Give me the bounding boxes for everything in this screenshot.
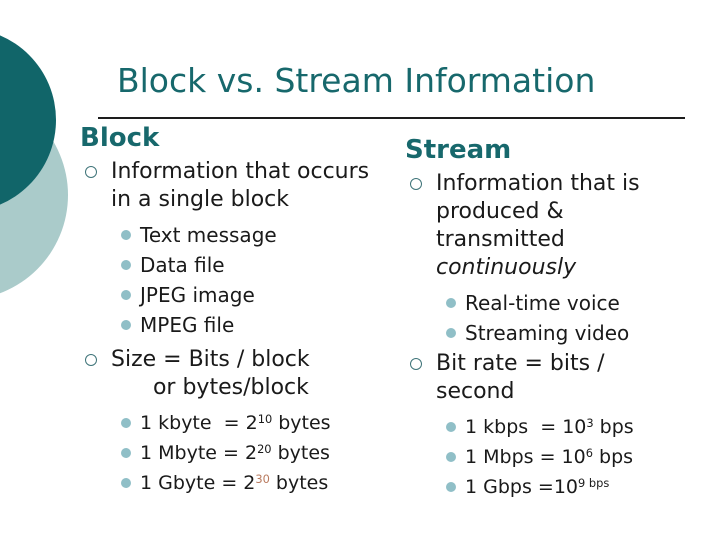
dot-bullet-icon bbox=[121, 320, 131, 330]
text-segment: 9 bbox=[578, 475, 586, 490]
bullet-text: 1 kbps = 103 bps bbox=[465, 412, 634, 442]
dot-bullet-icon bbox=[446, 328, 456, 338]
column-block: Block Information that occurs in a single… bbox=[80, 122, 388, 498]
text-segment: 30 bbox=[255, 471, 270, 486]
bullet-text: MPEG file bbox=[140, 310, 234, 340]
dot-bullet-icon bbox=[446, 422, 456, 432]
bullet-text: 1 Gbps =109 bps bbox=[465, 472, 609, 502]
bullet-text: JPEG image bbox=[140, 280, 255, 310]
sub-bullet-item: 1 kbps = 103 bps bbox=[446, 412, 717, 442]
text-segment: Text message bbox=[140, 223, 277, 247]
sub-bullet-item: Real-time voice bbox=[446, 288, 717, 318]
dot-bullet-icon bbox=[446, 298, 456, 308]
bullet-text: Text message bbox=[140, 220, 277, 250]
circle-bullet-icon bbox=[410, 178, 422, 190]
text-segment: Information that occurs bbox=[111, 159, 370, 184]
text-segment: Bit rate = bits / bbox=[436, 351, 605, 376]
text-segment: 1 Gbps =10 bbox=[465, 476, 579, 498]
circle-bullet-icon bbox=[410, 358, 422, 370]
text-segment: bps bbox=[585, 475, 610, 490]
text-segment: bps bbox=[593, 416, 634, 438]
text-segment: produced & bbox=[436, 199, 564, 224]
text-segment: Data file bbox=[140, 253, 225, 277]
bullet-text: 1 Gbyte = 230 bytes bbox=[140, 468, 328, 498]
text-segment: 1 Mbps = 10 bbox=[465, 446, 586, 468]
sub-bullet-item: Data file bbox=[121, 250, 388, 280]
text-segment: transmitted bbox=[436, 227, 565, 252]
text-segment: continuously bbox=[436, 255, 577, 280]
text-segment: 1 kbyte = 2 bbox=[140, 412, 258, 434]
circle-bullet-icon bbox=[85, 354, 97, 366]
sub-bullet-item: 1 kbyte = 210 bytes bbox=[121, 408, 388, 438]
sub-bullet-item: JPEG image bbox=[121, 280, 388, 310]
text-segment: second bbox=[436, 379, 515, 404]
text-segment: Streaming video bbox=[465, 321, 630, 345]
sub-bullet-item: MPEG file bbox=[121, 310, 388, 340]
text-segment: Real-time voice bbox=[465, 291, 620, 315]
sub-bullet-item: 1 Mbyte = 220 bytes bbox=[121, 438, 388, 468]
bullet-text: Streaming video bbox=[465, 318, 629, 348]
text-segment: bps bbox=[592, 446, 634, 468]
text-segment: Size = Bits / block bbox=[111, 347, 310, 372]
column-heading-stream: Stream bbox=[405, 135, 512, 165]
text-segment: 10 bbox=[257, 411, 273, 426]
title-divider bbox=[98, 117, 685, 119]
text-segment: bytes bbox=[269, 472, 329, 494]
dot-bullet-icon bbox=[121, 478, 131, 488]
text-segment: in a single block bbox=[111, 187, 290, 212]
circle-bullet-icon bbox=[85, 166, 97, 178]
bullet-text: Data file bbox=[140, 250, 225, 280]
text-segment: 3 bbox=[586, 415, 594, 430]
column-heading-block: Block bbox=[80, 123, 160, 153]
slide-title: Block vs. Stream Information bbox=[117, 61, 596, 100]
bullet-text: 1 Mbyte = 220 bytes bbox=[140, 438, 330, 468]
bullet-text: Information that occurs in a single block bbox=[111, 158, 369, 214]
text-segment: or bytes/block bbox=[111, 375, 309, 400]
text-segment: 1 kbps = 10 bbox=[465, 416, 587, 438]
text-segment: JPEG image bbox=[140, 283, 255, 307]
text-segment: 20 bbox=[257, 441, 272, 456]
bullet-text: Size = Bits / block or bytes/block bbox=[111, 346, 310, 402]
sub-bullet-item: 1 Mbps = 106 bps bbox=[446, 442, 717, 472]
text-segment: Information that is bbox=[436, 171, 640, 196]
bullet-text: Bit rate = bits / second bbox=[436, 350, 605, 406]
bullet-text: Real-time voice bbox=[465, 288, 620, 318]
text-segment: 1 Gbyte = 2 bbox=[140, 472, 256, 494]
dot-bullet-icon bbox=[121, 230, 131, 240]
text-segment: MPEG file bbox=[140, 313, 235, 337]
sub-bullet-item: Streaming video bbox=[446, 318, 717, 348]
text-segment: 1 Mbyte = 2 bbox=[140, 442, 258, 464]
bullet-item: Bit rate = bits / second bbox=[405, 350, 717, 406]
sub-bullet-item: 1 Gbps =109 bps bbox=[446, 472, 717, 502]
dot-bullet-icon bbox=[446, 482, 456, 492]
bullet-text: 1 Mbps = 106 bps bbox=[465, 442, 633, 472]
column-block-items: Information that occurs in a single block… bbox=[80, 158, 388, 498]
dot-bullet-icon bbox=[121, 290, 131, 300]
column-stream: Stream Information that is produced & tran… bbox=[405, 134, 717, 502]
bullet-text: Information that is produced & transmitted… bbox=[436, 170, 640, 282]
bullet-item: Information that occurs in a single block bbox=[80, 158, 388, 214]
dot-bullet-icon bbox=[121, 260, 131, 270]
bullet-text: 1 kbyte = 210 bytes bbox=[140, 408, 331, 438]
column-stream-items: Information that is produced & transmitted… bbox=[405, 170, 717, 502]
bullet-item: Size = Bits / block or bytes/block bbox=[80, 346, 388, 402]
bullet-item: Information that is produced & transmitted… bbox=[405, 170, 717, 282]
text-segment: bytes bbox=[272, 412, 331, 434]
text-segment: bytes bbox=[271, 442, 330, 464]
dot-bullet-icon bbox=[121, 418, 131, 428]
text-segment: 6 bbox=[585, 445, 593, 460]
sub-bullet-item: 1 Gbyte = 230 bytes bbox=[121, 468, 388, 498]
sub-bullet-item: Text message bbox=[121, 220, 388, 250]
dot-bullet-icon bbox=[446, 452, 456, 462]
dot-bullet-icon bbox=[121, 448, 131, 458]
